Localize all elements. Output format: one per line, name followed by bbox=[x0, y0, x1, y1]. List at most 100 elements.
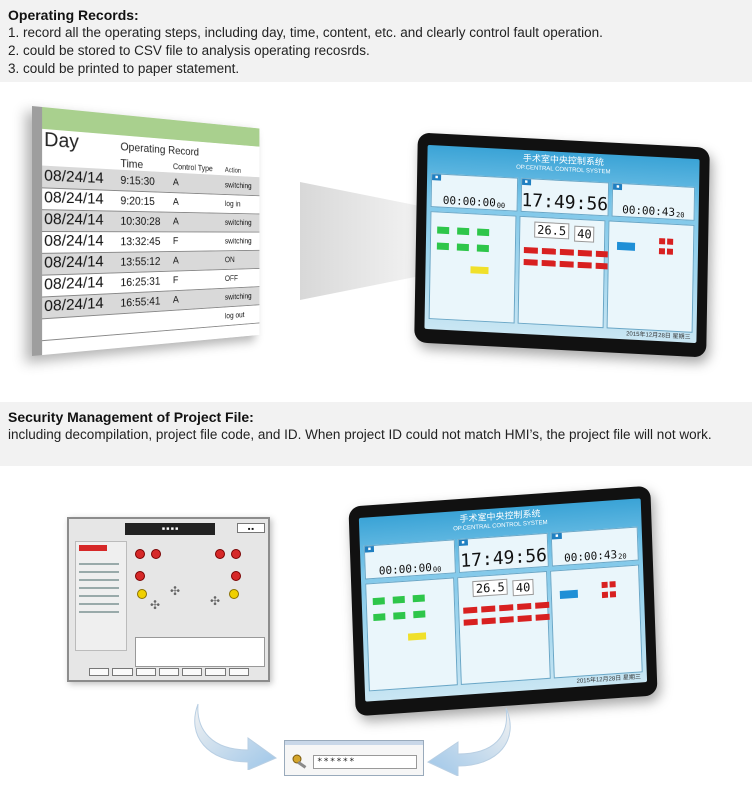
status-light[interactable] bbox=[457, 243, 469, 251]
valve-icon[interactable] bbox=[137, 589, 147, 599]
gas-status-panel bbox=[365, 577, 458, 691]
valve-icon[interactable] bbox=[215, 549, 225, 559]
timer1-small: 00 bbox=[433, 565, 442, 574]
phone-button[interactable] bbox=[617, 242, 635, 251]
reset-button[interactable] bbox=[470, 266, 488, 274]
control-button[interactable] bbox=[464, 619, 478, 626]
keypad-key[interactable] bbox=[609, 581, 615, 587]
cell-type: F bbox=[171, 269, 223, 290]
control-button[interactable] bbox=[482, 618, 496, 625]
cell-type bbox=[171, 307, 223, 330]
timer-panel-2: ■ 00:00:4320 bbox=[551, 527, 639, 567]
valve-icon[interactable] bbox=[135, 571, 145, 581]
timer1-value: 00:00:00 bbox=[379, 561, 432, 578]
toolbar-button[interactable] bbox=[89, 668, 109, 676]
valve-icon[interactable] bbox=[135, 549, 145, 559]
password-dialog: ****** bbox=[284, 740, 424, 776]
phone-panel bbox=[607, 220, 695, 332]
toolbar-button[interactable] bbox=[182, 668, 202, 676]
fan-icon: ✣ bbox=[169, 585, 181, 597]
cell-day: 08/24/14 bbox=[42, 187, 118, 210]
cell-day: 08/24/14 bbox=[42, 209, 118, 231]
timer2-value: 00:00:43 bbox=[564, 548, 617, 565]
security-management-heading: Security Management of Project File: bbox=[8, 408, 744, 426]
settings-row bbox=[79, 571, 119, 573]
control-button[interactable] bbox=[500, 616, 514, 623]
clock-panel: ■ 17:49:56 bbox=[457, 533, 549, 573]
control-button[interactable] bbox=[578, 262, 592, 269]
status-light[interactable] bbox=[373, 613, 385, 621]
keypad-key[interactable] bbox=[667, 249, 673, 255]
humidity-value: 40 bbox=[513, 579, 534, 596]
curved-arrow-left-icon bbox=[190, 700, 280, 770]
control-button[interactable] bbox=[499, 604, 513, 611]
cell-type: A bbox=[171, 192, 223, 213]
cell-time bbox=[119, 310, 172, 334]
status-light[interactable] bbox=[413, 610, 425, 618]
timer-panel-1: ■ 00:00:0000 bbox=[364, 539, 456, 579]
keypad-key[interactable] bbox=[601, 582, 607, 588]
control-button[interactable] bbox=[542, 248, 556, 255]
operating-records-band: Operating Records: 1. record all the ope… bbox=[0, 0, 752, 82]
valve-icon[interactable] bbox=[151, 549, 161, 559]
control-button[interactable] bbox=[542, 260, 556, 267]
password-input[interactable]: ****** bbox=[313, 755, 417, 769]
control-button[interactable] bbox=[524, 259, 538, 266]
humidity-value: 40 bbox=[574, 226, 595, 243]
cell-day bbox=[42, 313, 118, 340]
control-button[interactable] bbox=[524, 247, 538, 254]
control-button[interactable] bbox=[517, 603, 531, 610]
keypad-key[interactable] bbox=[602, 592, 608, 598]
operating-record-table: Day Operating Record Time Control Type A… bbox=[42, 129, 259, 341]
keypad-key[interactable] bbox=[659, 248, 665, 254]
status-light[interactable] bbox=[477, 229, 489, 237]
cell-action: switching bbox=[223, 232, 259, 251]
toolbar-button[interactable] bbox=[112, 668, 132, 676]
timer1-small: 00 bbox=[497, 202, 506, 210]
status-light[interactable] bbox=[373, 597, 385, 605]
panel-tag: ■ bbox=[365, 546, 374, 553]
valve-icon[interactable] bbox=[229, 589, 239, 599]
timer-panel-1: ■ 00:00:0000 bbox=[431, 173, 518, 212]
status-light[interactable] bbox=[393, 596, 405, 604]
status-light[interactable] bbox=[437, 242, 449, 250]
control-button[interactable] bbox=[535, 602, 549, 609]
keypad-key[interactable] bbox=[610, 591, 616, 597]
operating-records-line-3: 3. could be printed to paper statement. bbox=[8, 60, 744, 78]
control-button[interactable] bbox=[560, 249, 574, 256]
project-window-button[interactable]: ■ ■ bbox=[237, 523, 265, 533]
toolbar-button[interactable] bbox=[136, 668, 156, 676]
valve-icon[interactable] bbox=[231, 571, 241, 581]
control-button[interactable] bbox=[463, 607, 477, 614]
key-icon bbox=[291, 753, 311, 771]
fan-icon: ✣ bbox=[209, 595, 221, 607]
timer1-value: 00:00:00 bbox=[443, 194, 496, 210]
phone-button[interactable] bbox=[559, 590, 577, 599]
toolbar-button[interactable] bbox=[159, 668, 179, 676]
curved-arrow-right-icon bbox=[424, 706, 514, 776]
toolbar-button[interactable] bbox=[229, 668, 249, 676]
settings-row bbox=[79, 563, 119, 565]
hmi-device-top: 手术室中央控制系统 OP.CENTRAL CONTROL SYSTEM ■ 00… bbox=[414, 132, 710, 357]
control-button[interactable] bbox=[560, 261, 574, 268]
control-button[interactable] bbox=[481, 606, 495, 613]
control-button[interactable] bbox=[536, 614, 550, 621]
keypad-key[interactable] bbox=[667, 239, 673, 245]
status-light[interactable] bbox=[437, 226, 449, 234]
reset-button[interactable] bbox=[408, 632, 426, 640]
status-light[interactable] bbox=[477, 245, 489, 253]
toolbar-button[interactable] bbox=[205, 668, 225, 676]
valve-icon[interactable] bbox=[231, 549, 241, 559]
cell-time: 10:30:28 bbox=[119, 211, 172, 232]
control-button[interactable] bbox=[578, 250, 592, 257]
control-button[interactable] bbox=[518, 615, 532, 622]
status-light[interactable] bbox=[457, 228, 469, 236]
status-light[interactable] bbox=[393, 612, 405, 620]
project-status-bar bbox=[79, 545, 107, 551]
cell-day: 08/24/14 bbox=[42, 252, 118, 275]
status-light[interactable] bbox=[413, 594, 425, 602]
keypad-key[interactable] bbox=[659, 238, 665, 244]
settings-row bbox=[79, 579, 119, 581]
cell-action: log out bbox=[223, 304, 259, 325]
operating-records-line-1: 1. record all the operating steps, inclu… bbox=[8, 24, 744, 42]
